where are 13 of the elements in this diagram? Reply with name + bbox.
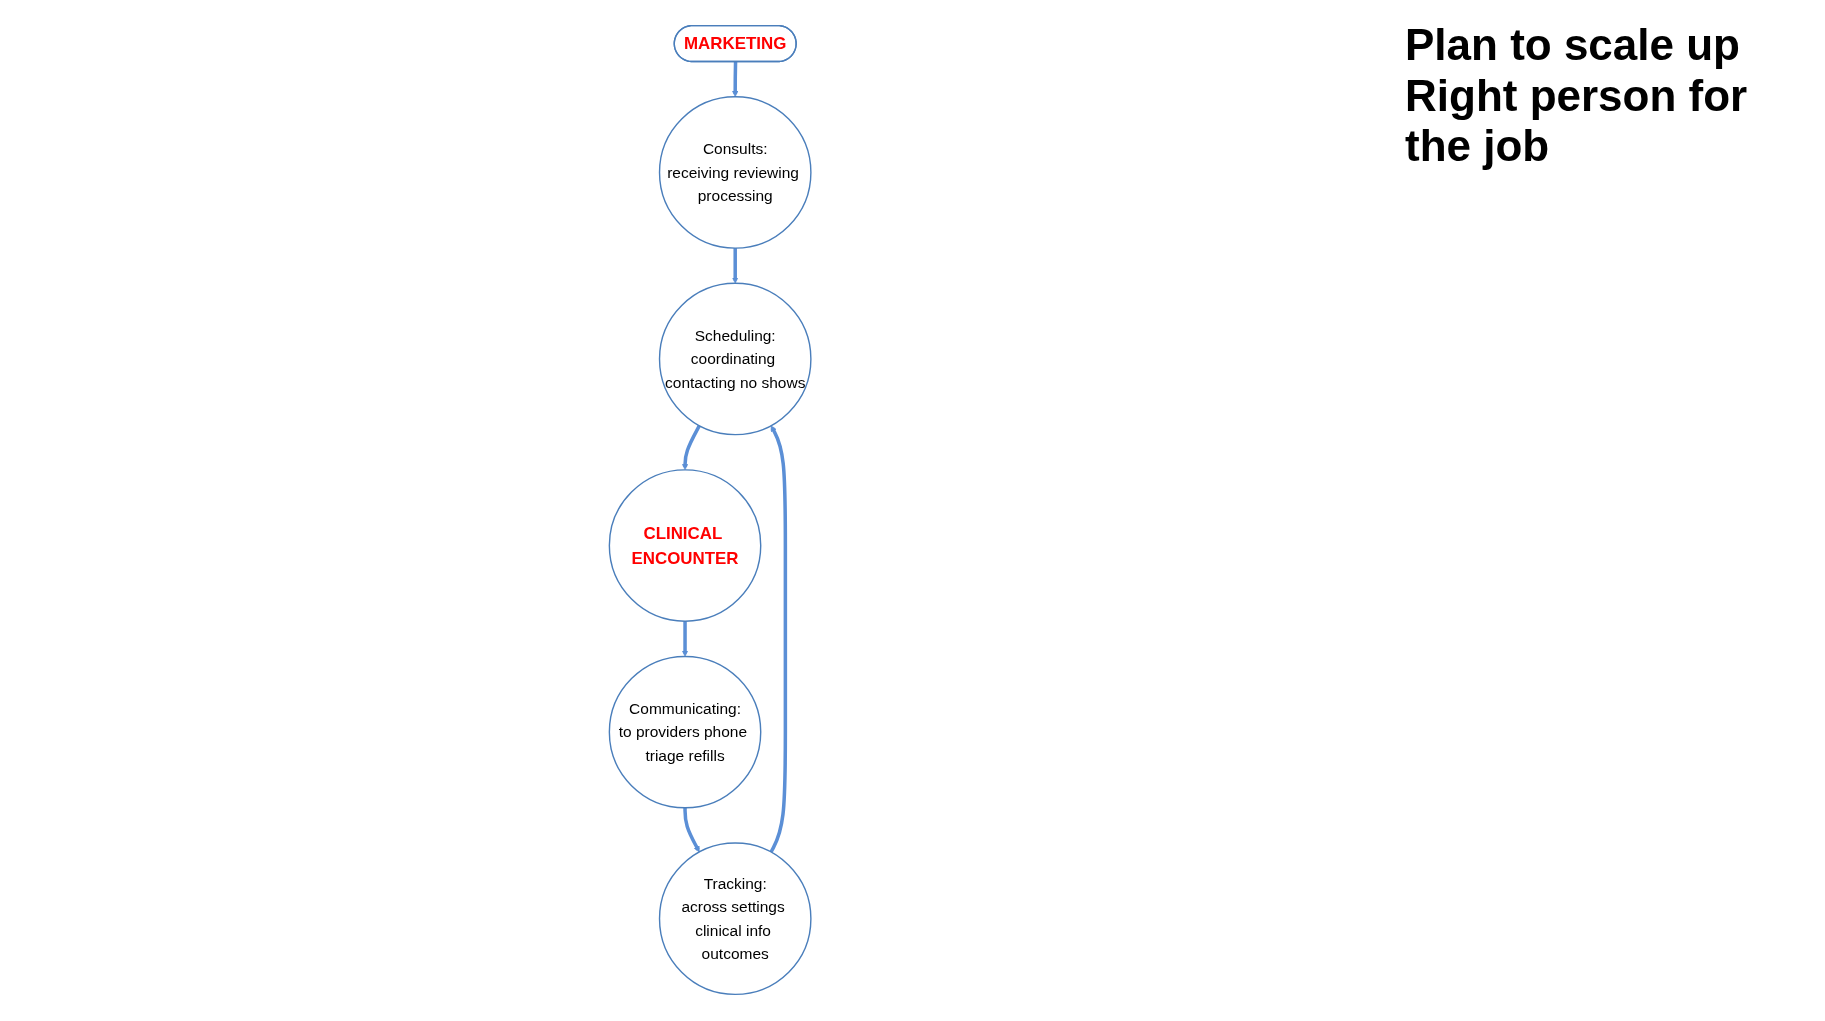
node-circle: CLINICAL ENCOUNTER bbox=[608, 469, 762, 622]
node-circle: Tracking: across settings clinical info outcomes bbox=[658, 842, 812, 996]
node-circle: Communicating: to providers phone triage refills bbox=[608, 655, 762, 809]
arrow bbox=[769, 425, 787, 853]
node-circle: Consults: receiving reviewing processing bbox=[658, 96, 812, 249]
node-circle: Scheduling: coordinating contacting no shows bbox=[658, 282, 812, 436]
arrow bbox=[683, 807, 700, 853]
arrow bbox=[732, 248, 739, 284]
arrow bbox=[681, 621, 688, 657]
arrow bbox=[732, 61, 739, 97]
arrow bbox=[681, 424, 701, 471]
note-text: Right person for the job bbox=[1405, 70, 1749, 172]
note-text: Plan to scale up bbox=[1405, 20, 1741, 71]
